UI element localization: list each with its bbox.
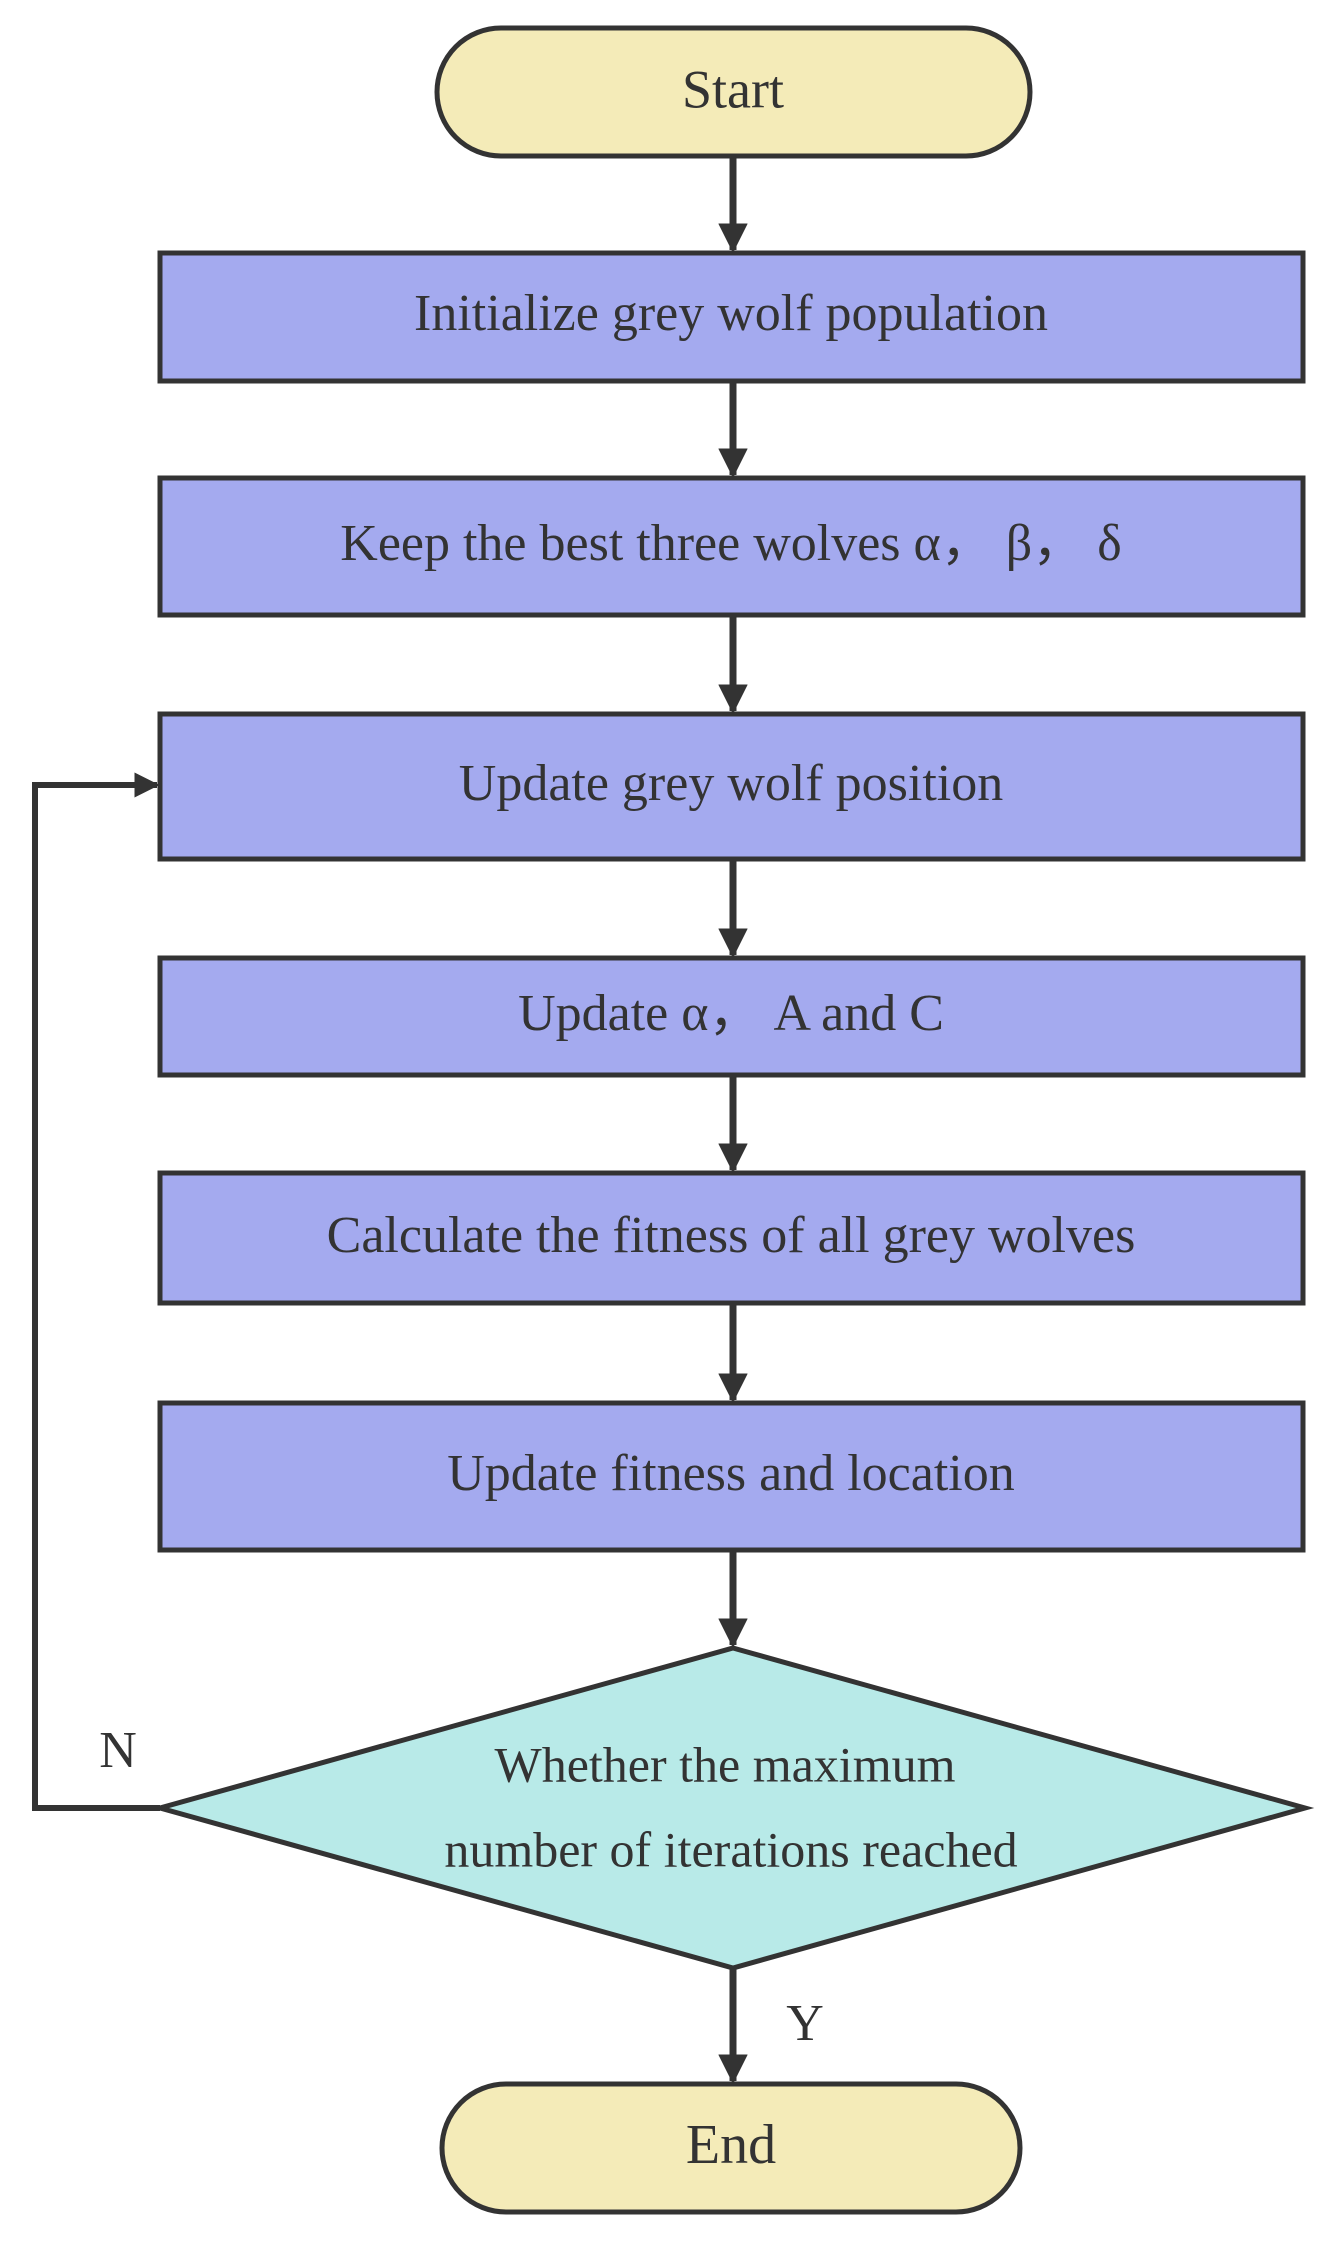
connectors [32,156,748,2084]
step-update-position: Update grey wolf position [157,711,1306,862]
arrow-loop-back-no [32,772,160,1811]
step-label: Update fitness and location [447,1445,1015,1502]
yes-branch-label: Y [786,1995,824,2052]
decision-diamond [150,1645,1315,1971]
step-label: Initialize grey wolf population [414,285,1048,342]
process-box [157,250,1306,384]
no-branch-label: N [99,1722,137,1779]
decision-label-line1: Whether the maximum [495,1736,956,1792]
step-update-fitness-location: Update fitness and location [157,1400,1306,1553]
step-calculate-fitness: Calculate the fitness of all grey wolves [157,1170,1306,1306]
end-terminal-shape [439,2081,1023,2215]
start-node: Start [434,25,1033,159]
step-update-coefficients: Update α， A and C [157,955,1306,1078]
step-initialize-population: Initialize grey wolf population [157,250,1306,384]
decision-max-iterations: Whether the maximum number of iterations… [150,1645,1315,1971]
step-label: Update α， A and C [518,985,944,1042]
end-node: End [439,2081,1023,2215]
end-label: End [686,2114,776,2176]
process-box [157,475,1306,618]
decision-label-line2: number of iterations reached [444,1821,1017,1877]
step-label: Keep the best three wolves α， β， δ [340,515,1121,572]
step-keep-best-three: Keep the best three wolves α， β， δ [157,475,1306,618]
start-label: Start [682,59,784,119]
step-label: Update grey wolf position [459,755,1003,812]
process-box [157,711,1306,862]
step-label: Calculate the fitness of all grey wolves [327,1207,1136,1264]
